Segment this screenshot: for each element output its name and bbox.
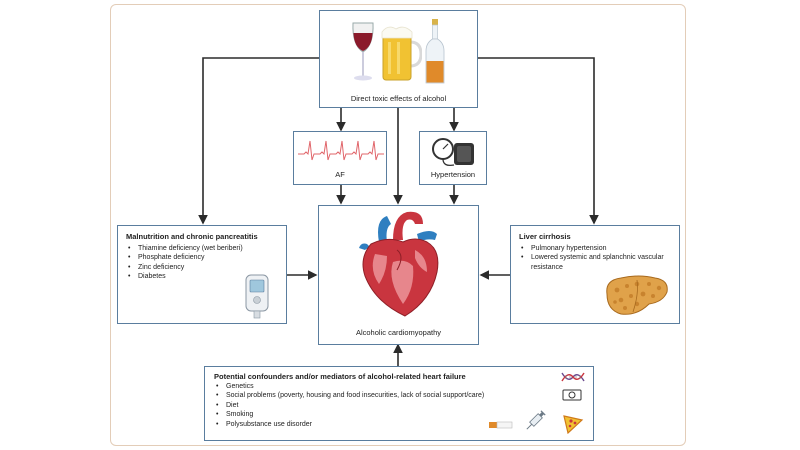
list-item: Social problems (poverty, housing and fo… [216,391,584,401]
liver-cirrhosis-box: Liver cirrhosis Pulmonary hypertension L… [510,225,680,324]
malnutrition-box: Malnutrition and chronic pancreatitis Th… [117,225,287,324]
syringe-icon [526,410,546,430]
liver-cirrhosis-title: Liver cirrhosis [519,232,571,241]
pizza-slice-icon [563,415,584,434]
malnutrition-list: Thiamine deficiency (wet beriberi) Phosp… [126,244,278,282]
list-item: Smoking [216,410,584,420]
list-item: Zinc deficiency [128,263,278,273]
list-item: Lowered systemic and splanchnic vascular… [521,253,671,272]
list-item: Thiamine deficiency (wet beriberi) [128,244,278,254]
list-item: Genetics [216,382,584,392]
cirrhotic-liver-icon [606,275,668,315]
hypertension-label: Hypertension [430,170,476,179]
beer-mug-icon [381,26,422,81]
cardiomyopathy-label: Alcoholic cardiomyopathy [355,328,442,337]
af-label: AF [335,170,345,179]
heart-icon [359,211,439,317]
wine-glass-icon [352,22,374,81]
list-item: Pulmonary hypertension [521,244,671,254]
confounders-title: Potential confounders and/or mediators o… [214,372,466,381]
af-box: AF [293,131,387,185]
blood-pressure-monitor-icon [432,138,474,167]
dna-icon [561,372,585,382]
list-item: Phosphate deficiency [128,253,278,263]
confounders-box: Potential confounders and/or mediators o… [204,366,594,441]
liver-cirrhosis-list: Pulmonary hypertension Lowered systemic … [519,244,671,272]
hypertension-box: Hypertension [419,131,487,185]
list-item: Diabetes [128,272,278,282]
cardiomyopathy-box: Alcoholic cardiomyopathy [318,205,479,345]
ecg-trace-icon [298,140,384,161]
malnutrition-title: Malnutrition and chronic pancreatitis [126,232,258,241]
cigarette-icon [489,421,513,429]
direct-toxic-effects-label: Direct toxic effects of alcohol [350,94,447,103]
glucometer-icon [245,274,269,319]
list-item: Polysubstance use disorder [216,420,584,430]
liquor-bottle-icon [425,19,445,84]
confounders-list: Genetics Social problems (poverty, housi… [214,382,584,429]
direct-toxic-effects-box: Direct toxic effects of alcohol [319,10,478,108]
list-item: Diet [216,401,584,411]
money-icon [562,389,582,401]
